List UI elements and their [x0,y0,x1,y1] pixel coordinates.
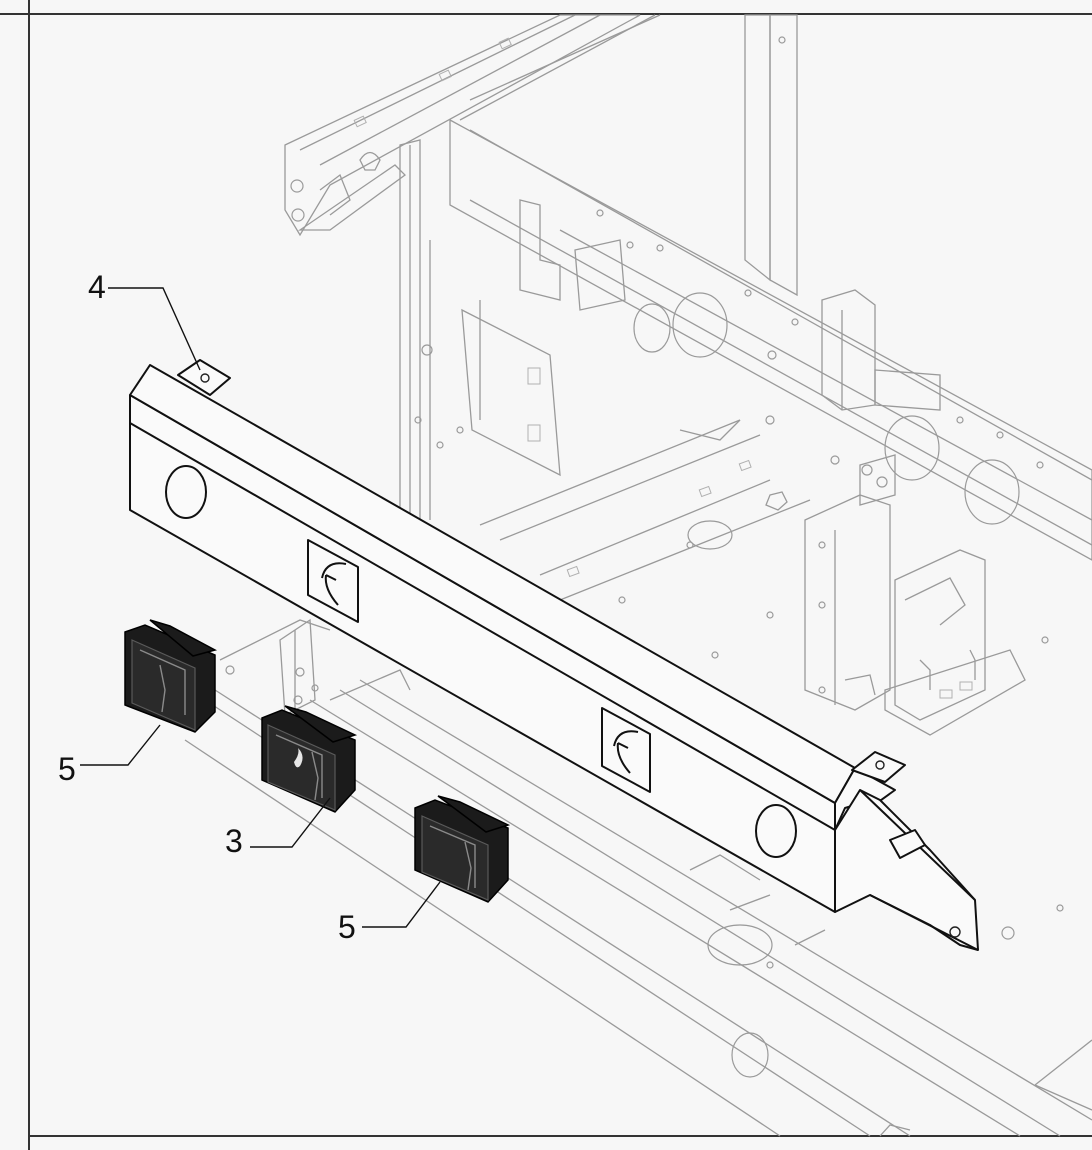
callout-part-4: 4 [88,269,106,305]
rocker-switch-5-left [124,619,218,733]
callout-part-5-left: 5 [58,751,76,787]
panel-symbol-right [601,707,651,793]
callout-part-5-right: 5 [338,909,356,945]
flame-icon [294,748,303,768]
switch-panel-part-4 [129,359,979,951]
panel-symbol-left [307,539,359,623]
callout-part-3: 3 [225,823,243,859]
chassis-frame [184,14,1092,1137]
leader-lines [80,287,441,928]
rocker-switch-3-center [261,705,358,813]
rocker-switch-5-right [414,795,511,903]
